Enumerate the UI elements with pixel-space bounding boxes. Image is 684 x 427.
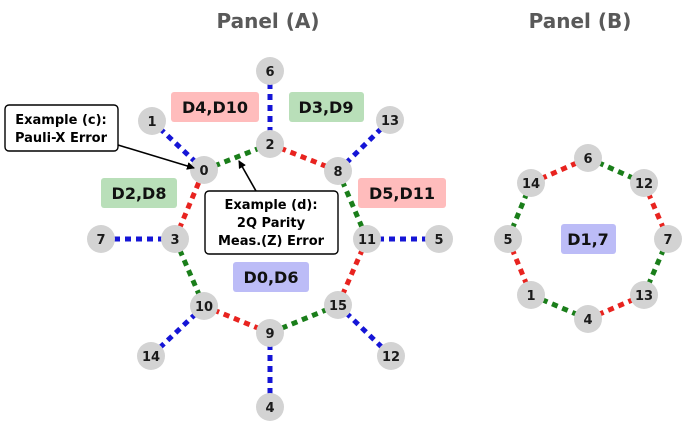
svg-text:14: 14 (142, 350, 160, 365)
panel-a-nodes: 0 1 2 3 4 5 6 7 8 9 10 11 12 13 14 15 (87, 57, 453, 421)
node-6: 6 (256, 57, 284, 85)
patch-d2-d8-label: D2,D8 (112, 184, 167, 203)
patch-d0-d6-label: D0,D6 (244, 268, 299, 287)
node-0: 0 (190, 156, 218, 184)
annotation-d-line2: 2Q Parity (237, 216, 306, 231)
svg-text:4: 4 (265, 401, 274, 416)
annotation-c-line1: Example (c): (15, 113, 106, 128)
node-14: 14 (137, 342, 165, 370)
svg-text:15: 15 (329, 299, 347, 314)
annotation-c-arrow (117, 144, 195, 170)
svg-text:8: 8 (333, 165, 342, 180)
patch-d4-d10-label: D4,D10 (182, 98, 248, 117)
node-b-4: 4 (574, 305, 602, 333)
node-11: 11 (353, 225, 381, 253)
svg-text:1: 1 (147, 115, 156, 130)
node-1: 1 (138, 107, 166, 135)
node-b-5: 5 (494, 225, 522, 253)
annotation-d-arrow (238, 160, 257, 192)
node-7: 7 (87, 225, 115, 253)
patch-d3-d9 (289, 92, 364, 122)
svg-text:5: 5 (434, 233, 443, 248)
svg-text:13: 13 (381, 114, 399, 129)
node-b-7: 7 (654, 225, 682, 253)
node-12: 12 (377, 342, 405, 370)
patch-d1-7-label: D1,7 (567, 230, 609, 249)
node-15: 15 (324, 291, 352, 319)
svg-text:13: 13 (635, 289, 653, 304)
patch-d5-d11 (358, 178, 446, 208)
svg-text:10: 10 (195, 300, 213, 315)
node-b-12: 12 (630, 169, 658, 197)
node-b-6: 6 (574, 144, 602, 172)
annotation-d-box (204, 190, 339, 255)
svg-text:9: 9 (265, 327, 274, 342)
patch-d5-d11-label: D5,D11 (369, 184, 435, 203)
svg-text:3: 3 (170, 233, 179, 248)
node-5: 5 (425, 225, 453, 253)
node-13: 13 (376, 106, 404, 134)
svg-text:6: 6 (583, 152, 592, 167)
annotation-c-line2: Pauli-X Error (15, 131, 108, 146)
svg-text:6: 6 (265, 65, 274, 80)
panel-a-patches: D4,D10 D3,D9 D2,D8 D5,D11 D0,D6 (101, 92, 446, 292)
node-2: 2 (256, 130, 284, 158)
node-b-14: 14 (517, 169, 545, 197)
panel-b-title: Panel (B) (529, 9, 632, 33)
patch-d1-7 (561, 224, 616, 254)
svg-text:0: 0 (199, 164, 208, 179)
node-4: 4 (256, 393, 284, 421)
node-9: 9 (256, 319, 284, 347)
annotation-d-line3: Meas.(Z) Error (218, 234, 325, 249)
annotation-d-line1: Example (d): (224, 198, 317, 213)
svg-text:14: 14 (522, 177, 540, 192)
patch-d2-d8 (101, 178, 177, 208)
node-3: 3 (161, 225, 189, 253)
svg-text:7: 7 (96, 233, 105, 248)
node-b-1: 1 (517, 281, 545, 309)
node-b-13: 13 (630, 281, 658, 309)
svg-text:2: 2 (265, 138, 274, 153)
panel-a-title: Panel (A) (217, 9, 320, 33)
node-10: 10 (190, 292, 218, 320)
node-8: 8 (324, 157, 352, 185)
patch-d0-d6 (233, 262, 309, 292)
svg-text:12: 12 (382, 350, 400, 365)
svg-text:1: 1 (526, 289, 535, 304)
annotation-c: Example (c): Pauli-X Error (4, 104, 195, 170)
patch-d3-d9-label: D3,D9 (299, 98, 354, 117)
patch-d4-d10 (171, 92, 259, 122)
svg-text:7: 7 (663, 233, 672, 248)
svg-text:12: 12 (635, 177, 653, 192)
svg-text:5: 5 (503, 233, 512, 248)
svg-text:4: 4 (583, 313, 592, 328)
annotation-d: Example (d): 2Q Parity Meas.(Z) Error (204, 160, 339, 255)
svg-text:11: 11 (358, 233, 376, 248)
panel-b-patch: D1,7 (561, 224, 616, 254)
annotation-c-box (4, 104, 119, 152)
panel-b-nodes: 6 12 7 13 4 1 5 14 (494, 144, 682, 333)
